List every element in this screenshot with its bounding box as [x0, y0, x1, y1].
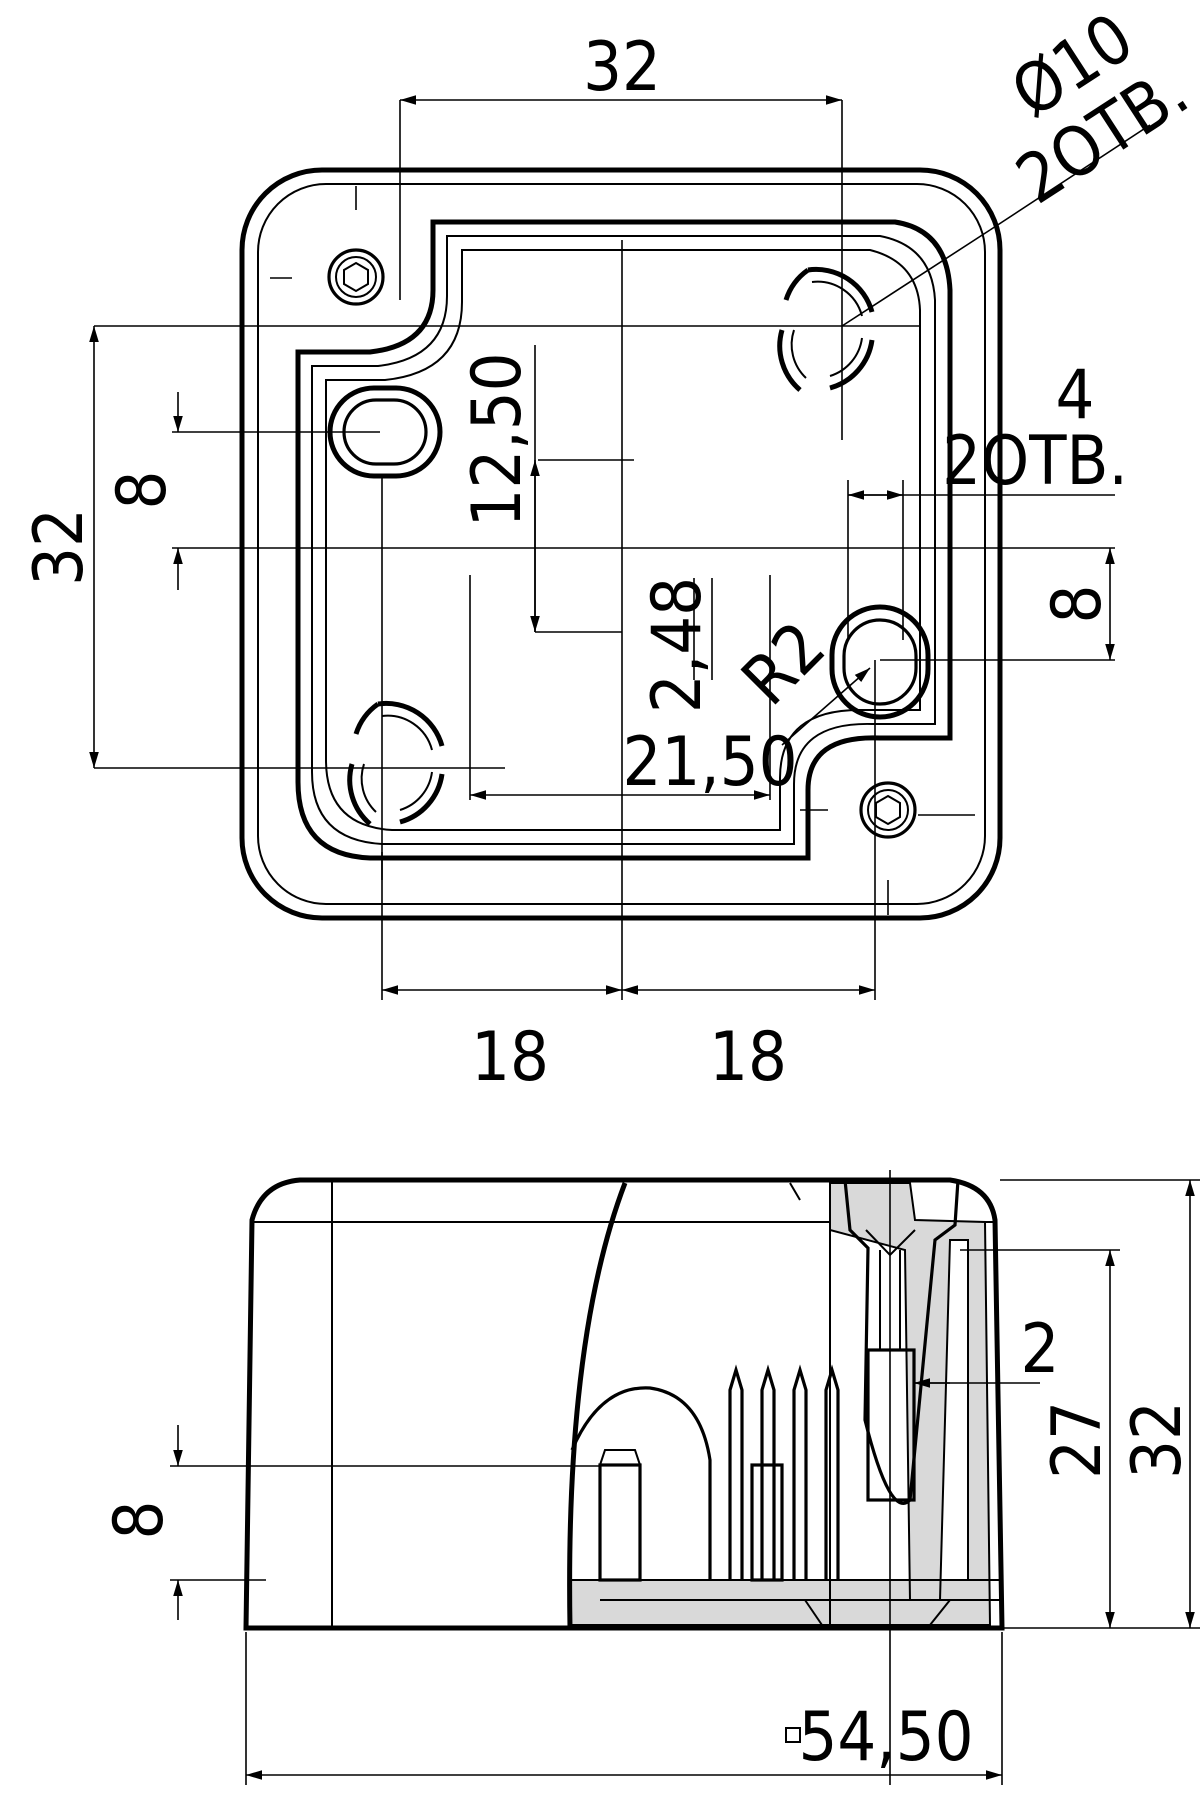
screw-bottom-right	[859, 781, 917, 839]
internal-ribs	[728, 1364, 840, 1582]
dim-side-wall-2: 2	[1021, 1310, 1060, 1389]
dim-side-width: 54,50	[798, 1698, 973, 1777]
dim-small-248: 2,48	[638, 577, 717, 713]
square-symbol	[785, 1727, 801, 1743]
side-dimension-lines	[170, 1179, 1200, 1785]
dim-radius: R2	[727, 607, 840, 720]
dim-top-width: 32	[583, 28, 661, 107]
outer-body-outline	[239, 167, 1003, 921]
dimension-lines	[89, 95, 1151, 995]
dim-left-slot: 8	[103, 471, 182, 510]
dim-right-count: 2ОТВ.	[942, 422, 1128, 501]
knockout-hole-bottom-left	[347, 700, 445, 826]
dim-side-outer-height: 32	[1118, 1401, 1197, 1479]
knockout-hole-top-right	[777, 266, 875, 392]
screw-top-left	[327, 248, 385, 306]
inner-cavity-step	[311, 235, 936, 845]
dim-left-height: 32	[20, 508, 99, 586]
top-view: 32 Ø10 2ОТВ. 32 8 12,50 4 2ОТВ. 8 2,48 R…	[20, 0, 1200, 1097]
side-outline	[243, 1177, 1005, 1631]
dim-center-vertical: 12,50	[458, 352, 537, 527]
dim-side-inner-height: 27	[1038, 1401, 1117, 1479]
side-view: 8 2 27 32 54,50	[100, 1170, 1200, 1785]
dim-bottom-right: 18	[709, 1018, 787, 1097]
slot-hole-right	[829, 604, 931, 720]
inner-cavity-floor	[325, 249, 921, 831]
centerlines	[94, 100, 1115, 1000]
dim-right-label-4: 4	[1056, 356, 1095, 435]
inner-cavity-outline	[295, 219, 953, 861]
dim-side-left-8: 8	[100, 1501, 179, 1540]
dim-bottom-left: 18	[471, 1018, 549, 1097]
dim-2150: 21,50	[622, 723, 797, 802]
section-cut-region	[569, 1182, 992, 1626]
dim-right-slot: 8	[1038, 585, 1117, 624]
